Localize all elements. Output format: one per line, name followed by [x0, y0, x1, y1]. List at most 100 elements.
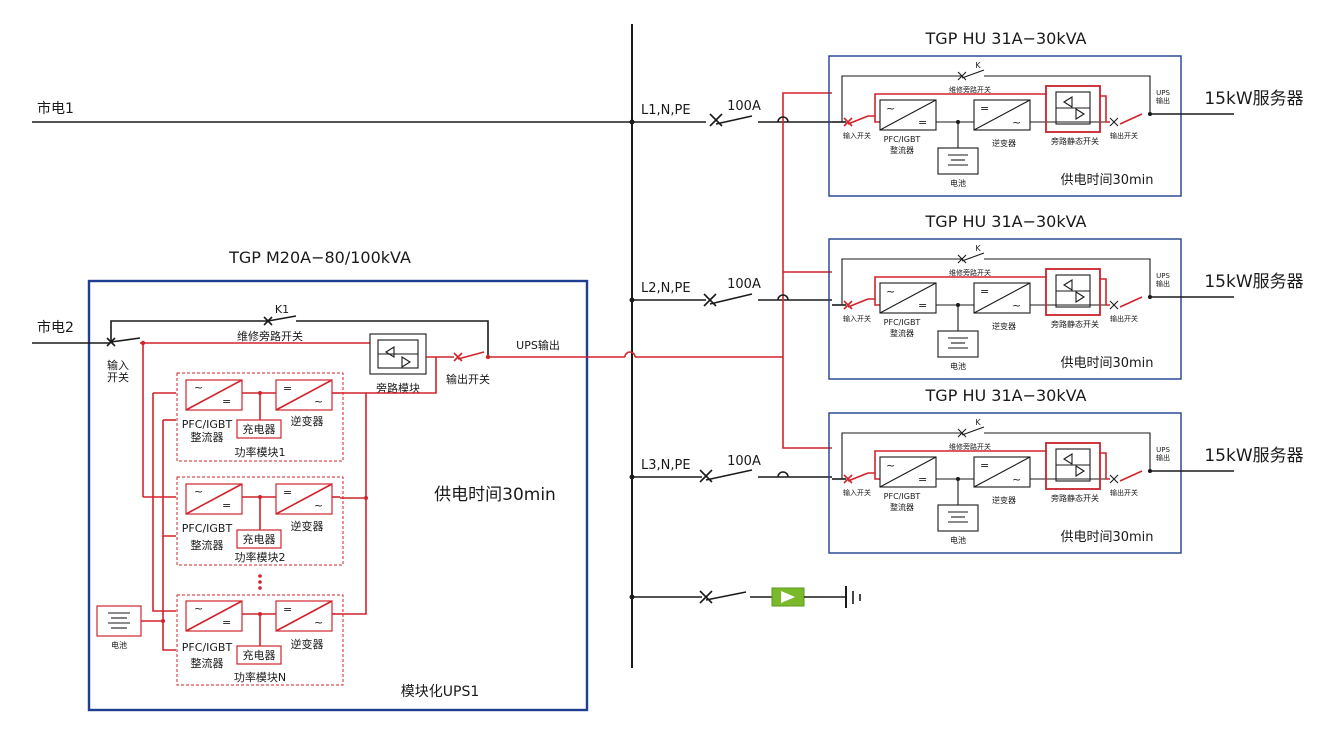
power-module-2: ~ = = ~ PFC/IGBT 整流器 充电器 逆变器 功率模块2 — [176, 476, 344, 566]
branch-l1: L1,N,PE 100A — [632, 99, 832, 127]
battery-icon — [937, 330, 979, 358]
svg-text:=: = — [980, 102, 989, 115]
pmn-rect-1: PFC/IGBT — [182, 641, 233, 654]
pm1-inverter: 逆变器 — [291, 414, 324, 428]
tower-ups-runtime: 供电时间30min — [1060, 173, 1153, 188]
input-switch-label-1: 输入 — [107, 358, 129, 372]
svg-text:~: ~ — [314, 499, 323, 512]
ups-output-label-2: 输出 — [1156, 96, 1170, 105]
modular-ups-runtime: 供电时间30min — [434, 485, 556, 505]
breaker-l3-label: 100A — [727, 454, 761, 469]
tower-ups-runtime: 供电时间30min — [1060, 530, 1153, 545]
svg-text:=: = — [222, 499, 231, 512]
inverter-label: 逆变器 — [992, 495, 1016, 505]
modular-ups-footer: 模块化UPS1 — [401, 684, 479, 700]
input-switch-label: 输入开关 — [843, 131, 871, 140]
load-server-label: 15kW服务器 — [1204, 89, 1303, 109]
tower-ups-2: TGP HU 31A−30kVA 输入开关 K 维修旁路开关 ~ = PFC/IGBT整流器… — [828, 212, 1304, 380]
inverter-label: 逆变器 — [992, 321, 1016, 331]
tower-ups-title: TGP HU 31A−30kVA — [925, 386, 1087, 405]
svg-text:=: = — [918, 116, 927, 129]
static-switch-label: 旁路静态开关 — [1051, 493, 1099, 503]
svg-text:=: = — [283, 486, 292, 499]
k-label: K — [975, 244, 981, 253]
svg-text:=: = — [222, 616, 231, 629]
maint-bypass-label: 维修旁路开关 — [949, 442, 991, 451]
ups-output-label-2: 输出 — [1156, 279, 1170, 288]
pmn-charger: 充电器 — [243, 648, 276, 662]
phase-l1-label: L1,N,PE — [641, 103, 691, 118]
svg-text:=: = — [283, 382, 292, 395]
static-switch-box — [1045, 268, 1101, 316]
rectifier-label-1: PFC/IGBT — [884, 318, 921, 327]
maint-bypass-label: 维修旁路开关 — [237, 329, 303, 343]
svg-text:=: = — [222, 395, 231, 408]
svg-text:~: ~ — [194, 485, 203, 498]
svg-text:~: ~ — [194, 381, 203, 394]
pmn-inverter: 逆变器 — [291, 637, 324, 651]
modular-ups-1: TGP M20A−80/100kVA 模块化UPS1 供电时间30min 市电2… — [32, 248, 625, 712]
k1-label: K1 — [275, 303, 289, 316]
svg-text:~: ~ — [886, 459, 895, 472]
battery-label: 电池 — [950, 535, 966, 545]
output-switch-label: 输出开关 — [1110, 488, 1138, 497]
tower-ups-frame — [828, 238, 1182, 380]
svg-text:=: = — [283, 603, 292, 616]
static-switch-label: 旁路静态开关 — [1051, 136, 1099, 146]
pmn-name: 功率模块N — [234, 670, 286, 684]
tower-ups-1: TGP HU 31A−30kVA输入开关K维修旁路开关~=PFC/IGBT整流器… — [828, 29, 1304, 197]
tower-ups-3: TGP HU 31A−30kVA输入开关K维修旁路开关~=PFC/IGBT整流器… — [828, 386, 1304, 554]
ups-output-label: UPS输出 — [516, 338, 560, 352]
maint-bypass-label: 维修旁路开关 — [949, 268, 991, 277]
breaker-l2-label: 100A — [727, 277, 761, 292]
ups-output-label-2: 输出 — [1156, 453, 1170, 462]
maintenance-bypass: K1 维修旁路开关 — [110, 303, 489, 357]
mains-2-label: 市电2 — [37, 319, 74, 336]
power-module-n: ~ = = ~ PFC/IGBT 整流器 充电器 逆变器 功率模块N — [176, 594, 344, 686]
svg-text:~: ~ — [1012, 116, 1021, 129]
rectifier-label-1: PFC/IGBT — [884, 135, 921, 144]
tower-ups-units: TGP HU 31A−30kVA输入开关K维修旁路开关~=PFC/IGBT整流器… — [828, 29, 1304, 554]
modular-battery: 电池 — [96, 605, 165, 650]
input-switch-label: 输入开关 — [843, 314, 871, 323]
modular-battery-label: 电池 — [111, 640, 127, 650]
phase-l3-label: L3,N,PE — [641, 458, 691, 473]
tower-ups-runtime: 供电时间30min — [1060, 356, 1153, 371]
distribution-bus: 市电1 L1,N,PE 100A L2,N,PE 100A — [32, 24, 861, 668]
svg-text:~: ~ — [886, 285, 895, 298]
pm1-charger: 充电器 — [243, 422, 276, 436]
battery-icon — [937, 147, 979, 175]
k-label: K — [975, 418, 981, 427]
power-module-1: ~ = = ~ PFC/IGBT 整流器 充电器 逆变器 功率模块1 — [176, 372, 344, 462]
pm2-inverter: 逆变器 — [291, 519, 324, 533]
tower-ups-frame — [828, 55, 1182, 197]
svg-text:~: ~ — [314, 395, 323, 408]
maint-bypass-label: 维修旁路开关 — [949, 85, 991, 94]
breaker-l1-label: 100A — [727, 99, 761, 114]
rectifier-label-2: 整流器 — [890, 145, 914, 155]
battery-icon — [937, 504, 979, 532]
svg-text:=: = — [918, 473, 927, 486]
static-switch-label: 旁路静态开关 — [1051, 319, 1099, 329]
k-label: K — [975, 61, 981, 70]
battery-label: 电池 — [950, 178, 966, 188]
pm1-name: 功率模块1 — [235, 445, 286, 459]
rectifier-label-2: 整流器 — [890, 328, 914, 338]
svg-text:~: ~ — [886, 102, 895, 115]
output-switch-label: 输出开关 — [1110, 314, 1138, 323]
svg-text:=: = — [980, 285, 989, 298]
static-switch-box — [1045, 85, 1101, 133]
pm2-rect-2: 整流器 — [191, 538, 224, 552]
pm1-rect-1: PFC/IGBT — [182, 418, 233, 431]
branch-spd-ground — [629, 586, 861, 608]
ups-output-label-1: UPS — [1156, 89, 1170, 97]
tower-ups-title: TGP HU 31A−30kVA — [925, 212, 1087, 231]
static-switch-box — [1045, 442, 1101, 490]
output-switch: 输出开关 — [446, 351, 490, 386]
bypass-module: 旁路模块 — [369, 333, 427, 395]
output-switch-label: 输出开关 — [1110, 131, 1138, 140]
bypass-module-label: 旁路模块 — [376, 381, 420, 395]
input-switch: 输入 开关 — [106, 337, 141, 384]
load-server-label: 15kW服务器 — [1204, 272, 1303, 292]
